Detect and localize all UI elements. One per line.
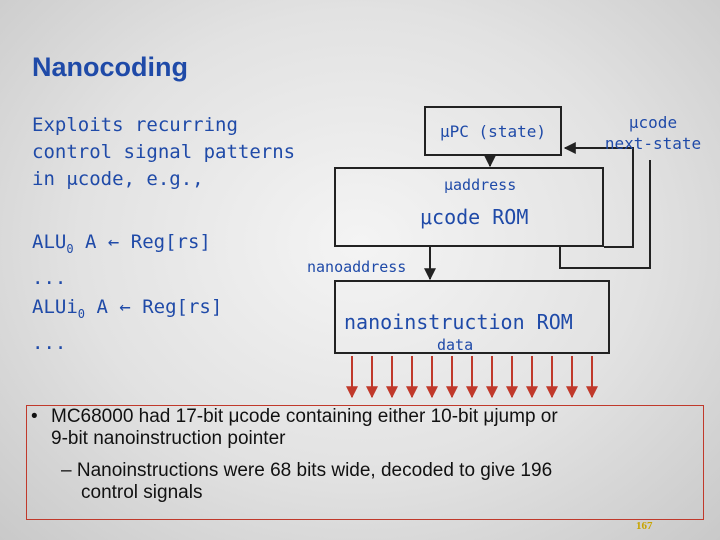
code-sub-1: 0 <box>66 241 74 256</box>
nanoaddress-label: nanoaddress <box>307 258 407 276</box>
code-op-3: ALUi <box>32 295 78 318</box>
next-state-line-1: μcode <box>628 113 678 132</box>
next-state-loop <box>563 142 634 248</box>
ucode-next-state-label: μcode next-state <box>598 112 708 154</box>
bullet-marker: • <box>31 406 38 427</box>
code-line-3: ALUi0 A ← Reg[rs] <box>32 293 222 329</box>
data-label: data <box>437 336 474 354</box>
code-line-1: ALU0 A ← Reg[rs] <box>32 228 222 264</box>
intro-line-2: control signal patterns <box>32 141 296 163</box>
code-example: ALU0 A ← Reg[rs] ... ALUi0 A ← Reg[rs] .… <box>32 228 222 358</box>
bullet-1-line-2: 9-bit nanoinstruction pointer <box>51 428 286 449</box>
intro-line-1: Exploits recurring <box>32 114 238 136</box>
code-rest-3: A ← Reg[rs] <box>85 295 223 318</box>
slide-title: Nanocoding <box>32 52 188 82</box>
bullet-box: • MC68000 had 17-bit μcode containing eit… <box>26 405 704 520</box>
bullet-1-line-1: MC68000 had 17-bit μcode containing eith… <box>51 406 558 427</box>
code-line-4: ... <box>32 331 67 354</box>
bullet-2-line-2: control signals <box>81 482 203 503</box>
bullet-1: • MC68000 had 17-bit μcode containing eit… <box>31 406 558 450</box>
bullet-2: – Nanoinstructions were 68 bits wide, de… <box>61 460 552 504</box>
intro-text: Exploits recurring control signal patter… <box>32 112 295 193</box>
code-line-2: ... <box>32 266 67 289</box>
intro-line-3: in μcode, e.g., <box>32 168 204 190</box>
code-rest-1: A ← Reg[rs] <box>73 231 211 253</box>
control-signal-arrows <box>346 356 598 399</box>
rom-to-next-state-arrow <box>559 160 651 269</box>
nanoinstruction-rom-box <box>334 280 610 354</box>
bullet-2-line-1: – Nanoinstructions were 68 bits wide, de… <box>61 460 553 481</box>
upc-state-box: μPC (state) <box>424 106 562 156</box>
upc-label: μPC (state) <box>440 121 546 141</box>
code-op-1: ALU <box>32 231 67 253</box>
ucode-rom-label: μcode ROM <box>420 205 529 229</box>
page-number: 167 <box>636 520 653 532</box>
next-state-line-2: next-state <box>604 134 702 153</box>
uaddress-label: μaddress <box>444 176 517 194</box>
ucode-rom-box <box>334 167 604 247</box>
code-sub-3: 0 <box>77 306 85 321</box>
nanoinstruction-rom-label: nanoinstruction ROM <box>344 310 573 334</box>
